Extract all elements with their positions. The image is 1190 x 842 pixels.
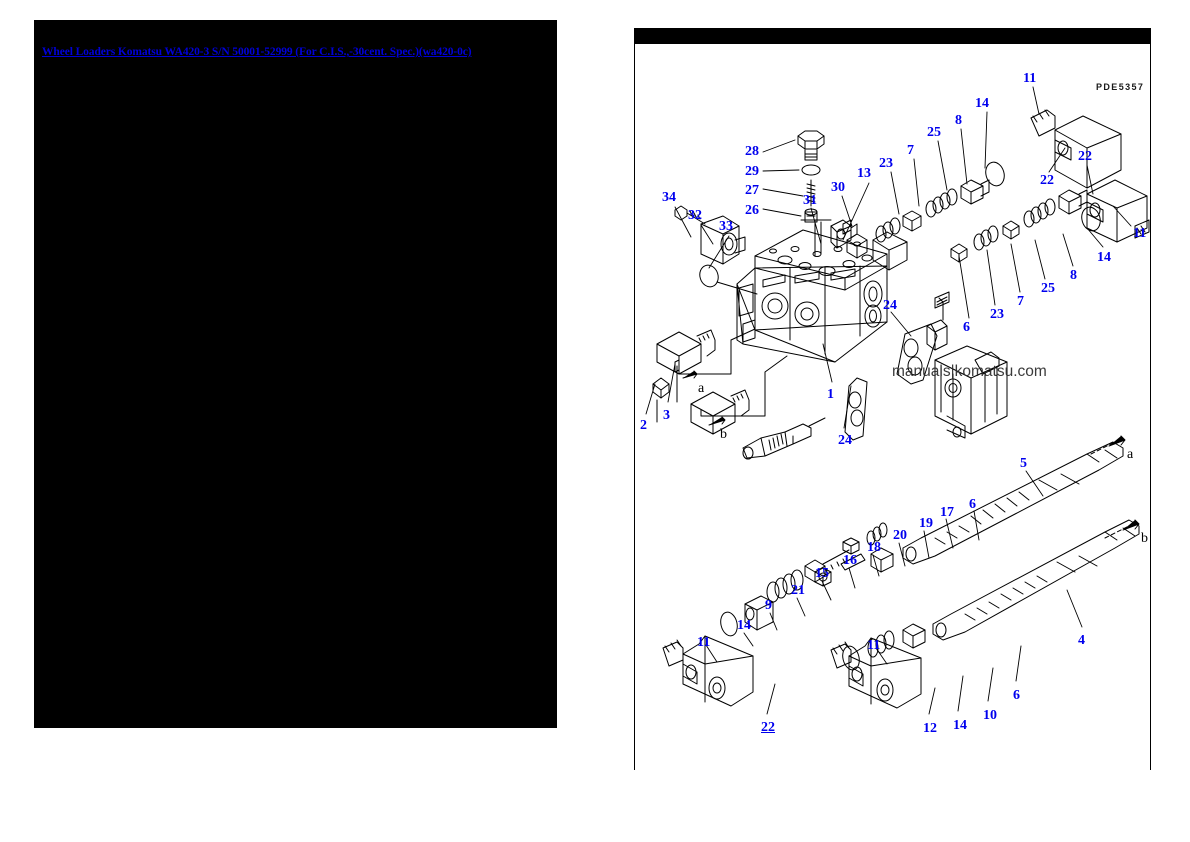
callout-number-20: 20 xyxy=(893,528,907,543)
callout-number-12: 12 xyxy=(923,721,937,736)
flow-letter-b: b xyxy=(1141,531,1148,546)
callout-number-27: 27 xyxy=(745,183,759,198)
callout-number-34: 34 xyxy=(662,190,676,205)
flow-letter-b: b xyxy=(720,427,727,442)
callout-number-2: 2 xyxy=(640,418,647,433)
callout-number-11: 11 xyxy=(697,635,711,650)
callout-number-4: 4 xyxy=(1078,633,1085,648)
callout-number-14: 14 xyxy=(953,718,967,733)
callout-number-22: 22 xyxy=(761,720,775,735)
callout-number-14: 14 xyxy=(975,96,989,111)
callout-number-24: 24 xyxy=(838,433,852,448)
callout-number-1: 1 xyxy=(827,387,834,402)
callout-number-31: 31 xyxy=(803,193,817,208)
callout-number-6: 6 xyxy=(1013,688,1020,703)
flow-letter-a: a xyxy=(1127,447,1134,462)
callout-number-11: 11 xyxy=(1133,226,1147,241)
callout-number-22: 22 xyxy=(1040,173,1054,188)
callout-number-33: 33 xyxy=(719,219,733,234)
callout-number-22: 22 xyxy=(1078,149,1092,164)
page-border-left xyxy=(634,44,635,770)
callout-number-23: 23 xyxy=(990,307,1004,322)
page-header-bar xyxy=(634,28,1151,44)
callout-number-13: 13 xyxy=(857,166,871,181)
callout-number-25: 25 xyxy=(1041,281,1055,296)
callout-number-23: 23 xyxy=(879,156,893,171)
callout-number-3: 3 xyxy=(663,408,670,423)
callout-number-16: 16 xyxy=(843,553,857,568)
callout-number-8: 8 xyxy=(955,113,962,128)
callout-number-7: 7 xyxy=(907,143,914,158)
callout-number-26: 26 xyxy=(745,203,759,218)
watermark-label: manuals|komatsu.com xyxy=(892,363,1047,380)
callout-number-11: 11 xyxy=(1023,71,1037,86)
callout-number-25: 25 xyxy=(927,125,941,140)
flow-letter-a: a xyxy=(698,381,705,396)
callout-number-28: 28 xyxy=(745,144,759,159)
callout-number-14: 14 xyxy=(1097,250,1111,265)
callout-number-18: 18 xyxy=(867,540,881,555)
callout-number-5: 5 xyxy=(1020,456,1027,471)
callout-number-6: 6 xyxy=(969,497,976,512)
callout-number-21: 21 xyxy=(791,583,805,598)
callout-number-15: 15 xyxy=(815,566,829,581)
callout-number-14: 14 xyxy=(737,618,751,633)
callout-number-17: 17 xyxy=(940,505,954,520)
callout-number-24: 24 xyxy=(883,298,897,313)
callout-number-29: 29 xyxy=(745,164,759,179)
callout-number-10: 10 xyxy=(983,708,997,723)
exploded-assembly-drawing xyxy=(645,86,1150,715)
document-preview-panel: Wheel Loaders Komatsu WA420-3 S/N 50001-… xyxy=(34,20,557,728)
document-title-link[interactable]: Wheel Loaders Komatsu WA420-3 S/N 50001-… xyxy=(42,46,472,58)
callout-number-32: 32 xyxy=(688,208,702,223)
callout-number-9: 9 xyxy=(765,598,772,613)
page-border-right xyxy=(1150,44,1151,770)
callout-number-8: 8 xyxy=(1070,268,1077,283)
callout-number-19: 19 xyxy=(919,516,933,531)
callout-number-30: 30 xyxy=(831,180,845,195)
drawing-code-label: PDE5357 xyxy=(1096,82,1145,92)
callout-number-7: 7 xyxy=(1017,294,1024,309)
callout-number-6: 6 xyxy=(963,320,970,335)
callout-number-11: 11 xyxy=(867,638,881,653)
